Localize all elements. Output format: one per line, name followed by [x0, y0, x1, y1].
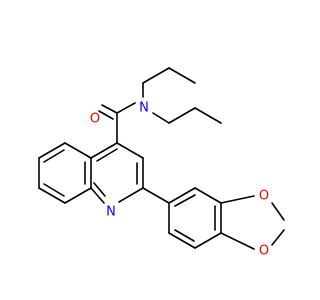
bond-c4-c3 — [116, 142, 144, 159]
bond-c4a-c5 — [64, 142, 92, 159]
amide-nitrogen-label: N — [139, 101, 149, 116]
bond-c7-c8 — [38, 187, 66, 204]
bond-c8-c8a — [64, 187, 92, 204]
bond-n-propyl2-c1 — [152, 112, 170, 124]
background — [0, 0, 300, 300]
bond-n1-c8a — [90, 187, 105, 204]
bond-carbonyl-n — [116, 102, 136, 114]
bond-propyl2-c2-c3 — [194, 107, 222, 124]
bond-o1-ch2 — [271, 202, 285, 221]
bond-carbonyl-o-double — [98, 110, 114, 120]
bond-propyl1-c1-c2 — [142, 67, 170, 84]
bond-ar5-ar6-double — [174, 229, 195, 242]
bond-o2-ch2 — [271, 229, 285, 246]
dioxole-oxygen-lower-label: O — [259, 244, 269, 259]
bond-ar4-ar5 — [194, 232, 222, 249]
bond-c4a-c4 — [90, 142, 118, 159]
bond-ar4-o2 — [220, 232, 255, 250]
bond-ar1-ar2-double — [174, 194, 196, 207]
bond-c2-n1 — [118, 187, 144, 203]
bond-n1-c8a-double — [93, 182, 106, 197]
bond-c2-aryl — [142, 187, 170, 204]
bond-carbonyl-o — [101, 104, 118, 114]
molecule-structure-diagram: O N N O O — [0, 0, 300, 300]
bond-c7-c8-double — [43, 183, 65, 197]
quinoline-nitrogen-label: N — [106, 205, 116, 220]
bond-propyl2-c1-c2 — [168, 107, 196, 124]
bond-propyl1-c2-c3 — [168, 67, 196, 84]
carbonyl-oxygen-label: O — [90, 112, 100, 127]
bond-ar5-ar6 — [168, 232, 196, 249]
bond-ar3-o1 — [220, 195, 255, 204]
dioxole-oxygen-upper-label: O — [259, 189, 269, 204]
bond-layer — [38, 67, 285, 250]
atom-label-layer: O N N O O — [90, 101, 269, 259]
bond-ar1-ar2 — [168, 187, 196, 204]
bond-c4a-c4-double — [96, 148, 118, 162]
bond-ar2-ar3 — [194, 187, 222, 204]
bond-c5-c6 — [38, 142, 66, 159]
bond-c5-c6-double — [43, 149, 65, 163]
